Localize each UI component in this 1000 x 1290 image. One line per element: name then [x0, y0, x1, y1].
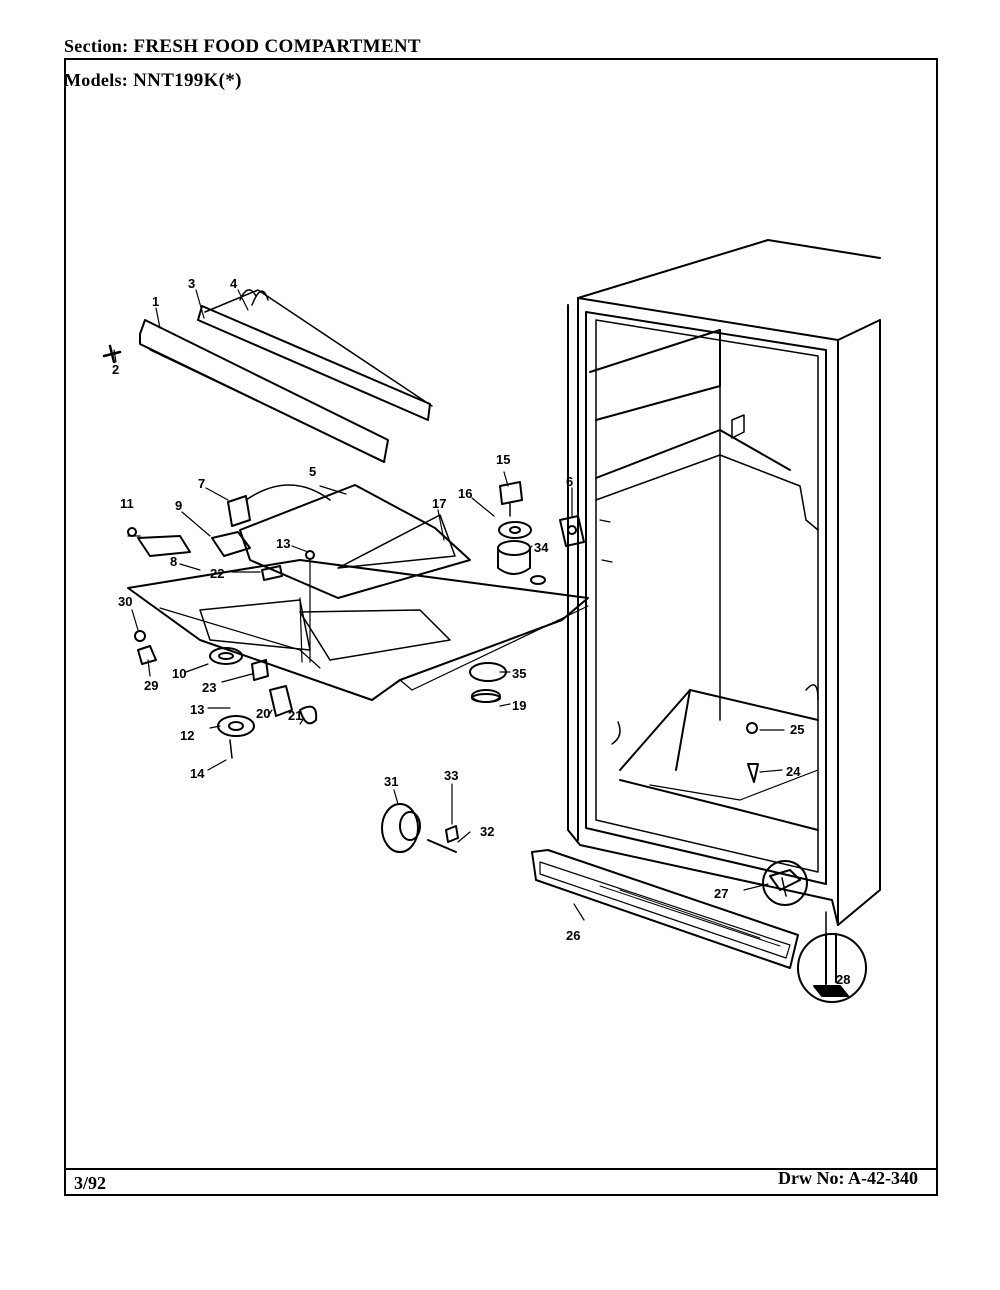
leveling-leg-part-28	[797, 911, 867, 1003]
callout-30: 30	[118, 594, 132, 609]
callout-25: 25	[790, 722, 804, 737]
callout-12: 12	[180, 728, 194, 743]
part-32	[427, 839, 457, 853]
part-14	[229, 739, 233, 759]
leader-lines	[113, 289, 785, 921]
callout-2: 2	[112, 362, 119, 377]
callout-15: 15	[496, 452, 510, 467]
part-9	[211, 531, 251, 557]
callout-31: 31	[384, 774, 398, 789]
callout-9: 9	[175, 498, 182, 513]
callout-16: 16	[458, 486, 472, 501]
liner-part-8	[127, 559, 589, 701]
callout-29: 29	[144, 678, 158, 693]
callout-6: 6	[566, 474, 573, 489]
callout-27: 27	[714, 886, 728, 901]
callout-22: 22	[210, 566, 224, 581]
callout-7: 7	[198, 476, 205, 491]
revision-date: 3/92	[74, 1173, 107, 1193]
callout-35: 35	[512, 666, 526, 681]
drawing-frame	[64, 58, 938, 1196]
callout-34: 34	[534, 540, 549, 555]
part-12	[217, 715, 255, 737]
breaker-strips	[139, 289, 433, 463]
part-7	[227, 484, 331, 527]
small-parts	[134, 550, 759, 853]
hinge-part-27	[762, 860, 808, 906]
grille-part-26	[531, 849, 799, 969]
refrigerator-cabinet	[567, 239, 881, 926]
footer-rule	[64, 1168, 938, 1170]
callout-17: 17	[432, 496, 446, 511]
callout-5: 5	[309, 464, 316, 479]
cover-part-5	[239, 484, 471, 599]
part-20	[269, 685, 293, 717]
callout-13-bottom: 13	[190, 702, 204, 717]
part-30	[134, 630, 146, 642]
part-33	[445, 825, 459, 843]
callout-3: 3	[188, 276, 195, 291]
models-value: NNT199K(*)	[133, 70, 242, 91]
callout-28: 28	[836, 972, 850, 987]
callout-26: 26	[566, 928, 580, 943]
callout-24: 24	[786, 764, 801, 779]
part-11	[127, 527, 191, 557]
callout-11: 11	[120, 496, 134, 511]
thermostat-bracket-part-6	[559, 515, 585, 547]
part-18	[305, 550, 315, 560]
callout-1: 1	[152, 294, 159, 309]
callout-33: 33	[444, 768, 458, 783]
callout-32: 32	[480, 824, 494, 839]
part-10	[209, 647, 243, 665]
callout-19: 19	[512, 698, 526, 713]
callout-14: 14	[190, 766, 205, 781]
callout-4: 4	[230, 276, 238, 291]
callout-23: 23	[202, 680, 216, 695]
section-value: FRESH FOOD COMPARTMENT	[133, 36, 421, 57]
drawing-number: Drw No: A-42-340	[778, 1168, 918, 1188]
callout-21: 21	[288, 708, 302, 723]
part-31	[381, 803, 419, 853]
section-label: Section:	[64, 36, 129, 56]
callout-13-top: 13	[276, 536, 290, 551]
part-24	[747, 763, 759, 783]
part-25	[746, 722, 758, 734]
part-23	[251, 659, 269, 681]
models-label: Models:	[64, 70, 129, 90]
callout-labels: 1 2 3 4 5 6 7 8 9 10 11 12 13 13 14 15 1…	[112, 276, 850, 987]
callout-8: 8	[170, 554, 177, 569]
callout-20: 20	[256, 706, 270, 721]
part-29	[137, 645, 157, 665]
models-heading: Models: NNT199K(*)	[64, 70, 242, 92]
fan-assembly	[497, 481, 532, 575]
screw-part-2	[102, 344, 122, 364]
callout-10: 10	[172, 666, 186, 681]
section-heading: Section: FRESH FOOD COMPARTMENT	[64, 36, 421, 58]
part-22	[261, 565, 283, 581]
